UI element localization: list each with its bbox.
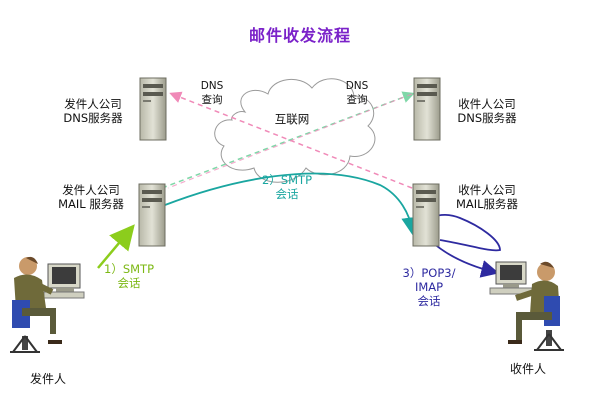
receiver-dns-label-line2: DNS服务器 — [457, 111, 517, 125]
receiver-dns-label-line1: 收件人公司 — [458, 97, 516, 111]
dns-response-right-arrow — [167, 93, 413, 189]
receiver-mail-server-label: 收件人公司 MAIL服务器 — [442, 183, 532, 211]
receiver-mail-server-icon — [412, 183, 440, 247]
receiver-mail-label-line1: 收件人公司 — [458, 183, 516, 197]
sender-person-icon — [10, 256, 85, 353]
sender-dns-server-label: 发件人公司 DNS服务器 — [50, 97, 136, 125]
receiver-dns-server-icon — [413, 77, 441, 141]
smtp-session-2-label: 2）SMTP 会话 — [256, 173, 318, 201]
internet-label: 互联网 — [274, 112, 310, 126]
dns-query-right-line2: 查询 — [346, 94, 368, 106]
step3-line1: 3）POP3/ — [402, 266, 456, 280]
sender-person-label: 发件人 — [29, 372, 66, 386]
sender-mail-label-line2: MAIL 服务器 — [58, 197, 124, 211]
dns-query-left-label: DNS 查询 — [192, 79, 232, 107]
step1-line1: 1）SMTP — [104, 262, 154, 276]
sender-dns-label-line2: DNS服务器 — [63, 111, 123, 125]
receiver-mail-label-line2: MAIL服务器 — [455, 197, 519, 211]
step3-line2: IMAP — [414, 280, 444, 294]
step2-line1: 2）SMTP — [262, 173, 312, 187]
smtp-session-1-label: 1）SMTP 会话 — [96, 262, 162, 290]
dns-query-left-arrow — [169, 91, 413, 189]
receiver-person-label: 收件人 — [509, 362, 546, 376]
sender-dns-server-icon — [139, 77, 167, 141]
dns-query-right-label: DNS 查询 — [337, 79, 377, 107]
sender-dns-label-line1: 发件人公司 — [64, 97, 122, 111]
dns-query-right-line1: DNS — [345, 80, 369, 92]
receiver-dns-server-label: 收件人公司 DNS服务器 — [444, 97, 530, 125]
internet-cloud — [214, 78, 376, 183]
smtp-session-1-arrow — [97, 224, 135, 269]
sender-mail-label-line1: 发件人公司 — [62, 183, 120, 197]
sender-mail-server-label: 发件人公司 MAIL 服务器 — [46, 183, 136, 211]
dns-query-left-line2: 查询 — [201, 94, 223, 106]
diagram-title: 邮件收发流程 — [248, 26, 351, 45]
sender-mail-server-icon — [138, 183, 166, 247]
receiver-person-icon — [489, 261, 564, 351]
pop3-imap-session-3-label: 3）POP3/ IMAP 会话 — [396, 266, 462, 308]
step2-line2: 会话 — [275, 187, 299, 201]
step3-line3: 会话 — [417, 294, 441, 308]
smtp-session-2-arrow — [164, 172, 420, 236]
dns-query-left-line1: DNS — [200, 80, 224, 92]
step1-line2: 会话 — [117, 276, 141, 290]
